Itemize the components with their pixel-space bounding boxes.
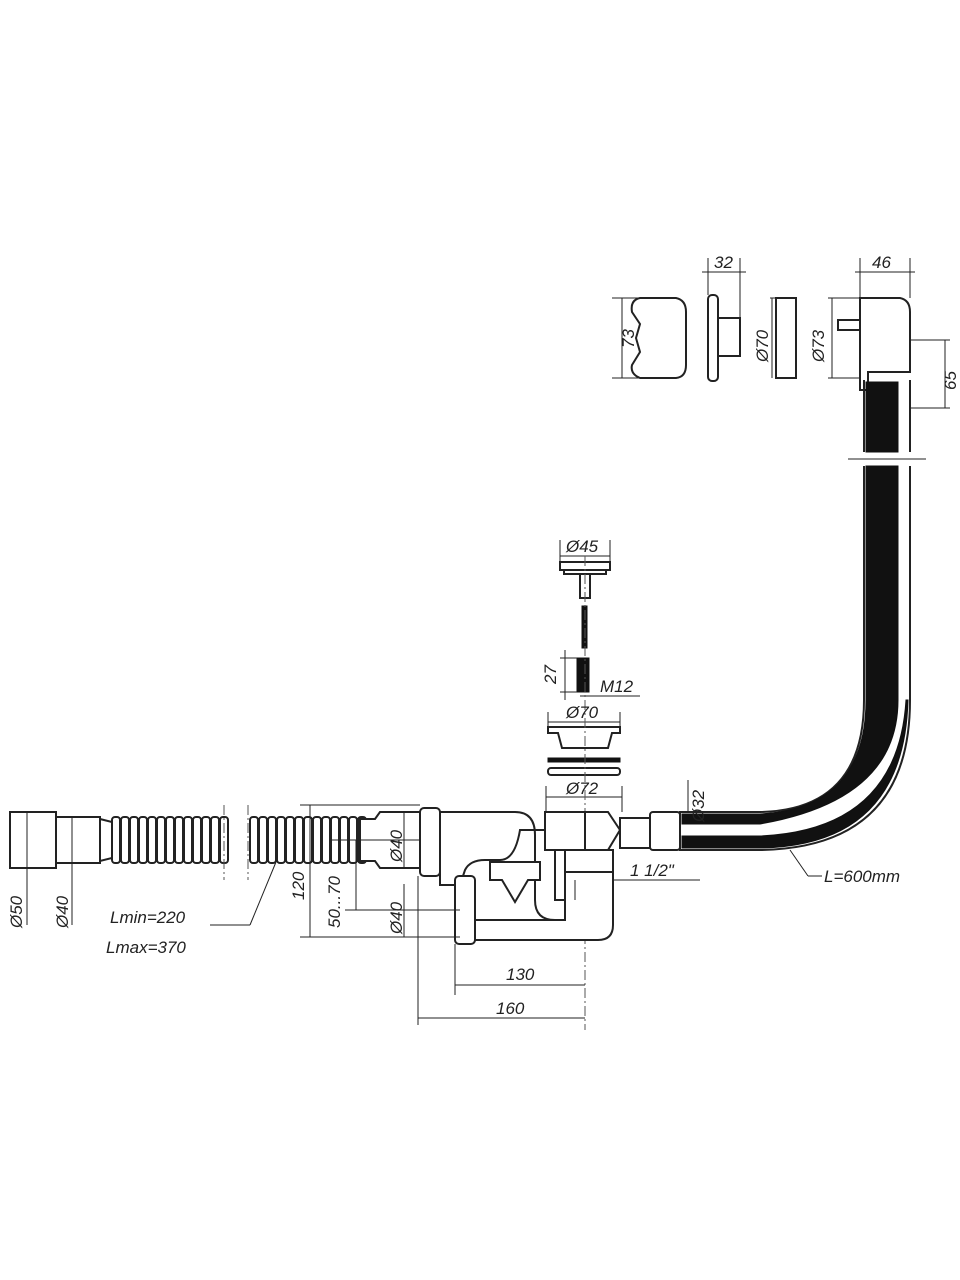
width-130-label: 130 xyxy=(506,965,535,984)
hose-rib xyxy=(201,816,211,864)
thread-label: M12 xyxy=(600,677,634,696)
hose-rib xyxy=(267,816,277,864)
overflow-hose xyxy=(679,380,926,877)
hose-rib xyxy=(183,816,193,864)
overflow-gasket xyxy=(770,297,797,379)
hose-rib xyxy=(285,816,295,864)
overflow-width-label: 46 xyxy=(872,253,891,272)
hose-rib xyxy=(210,816,220,864)
thread-length-label: 27 xyxy=(541,665,560,685)
hose-rib xyxy=(276,816,286,864)
hose-rib xyxy=(312,816,322,864)
overflow-body xyxy=(828,258,950,409)
hose-rib xyxy=(192,816,202,864)
plug-diameter-label: Ø45 xyxy=(565,537,599,556)
gasket-diameter-label: Ø70 xyxy=(753,329,772,363)
outlet-thread-label: 1 1/2" xyxy=(630,861,675,880)
overflow-disc xyxy=(702,258,746,382)
corrugated-end-diameter-label: Ø50 xyxy=(7,895,26,929)
hose-rib xyxy=(111,816,121,864)
hose-length-label: L=600mm xyxy=(824,867,900,886)
width-160-label: 160 xyxy=(496,999,525,1018)
hose-rib xyxy=(120,816,130,864)
strainer-diameter-label: Ø70 xyxy=(565,703,599,722)
hose-rib xyxy=(294,816,304,864)
overflow-cap xyxy=(612,297,687,379)
lmax-label: Lmax=370 xyxy=(106,938,186,957)
inlet-diameter-upper-label: Ø40 xyxy=(387,829,406,863)
outlet-diameter-label: Ø72 xyxy=(565,779,599,798)
hose-rib xyxy=(258,816,268,864)
height-120-label: 120 xyxy=(289,871,308,900)
hose-rib xyxy=(321,816,331,864)
hose-rib xyxy=(147,816,157,864)
hose-diameter-label: Ø32 xyxy=(689,789,708,823)
lmin-label: Lmin=220 xyxy=(110,908,186,927)
inlet-diameter-lower-label: Ø40 xyxy=(387,901,406,935)
disc-width-label: 32 xyxy=(714,253,733,272)
hose-rib xyxy=(156,816,166,864)
hose-rib xyxy=(138,816,148,864)
hose-rib xyxy=(129,816,139,864)
overflow-height-label: 65 xyxy=(941,371,960,390)
siphon-body xyxy=(419,807,700,945)
hose-rib xyxy=(303,816,313,864)
height-range-label: 50...70 xyxy=(325,875,344,928)
overflow-diameter-label: Ø73 xyxy=(809,329,828,363)
hose-rib xyxy=(165,816,175,864)
cap-height-label: 73 xyxy=(619,329,638,348)
plug-assembly xyxy=(545,540,640,1030)
hose-rib xyxy=(174,816,184,864)
corrugated-diameter-label: Ø40 xyxy=(53,895,72,929)
hose-rib xyxy=(249,816,259,864)
corrugated-hose xyxy=(9,804,460,938)
bottom-dimensions xyxy=(417,876,585,1025)
